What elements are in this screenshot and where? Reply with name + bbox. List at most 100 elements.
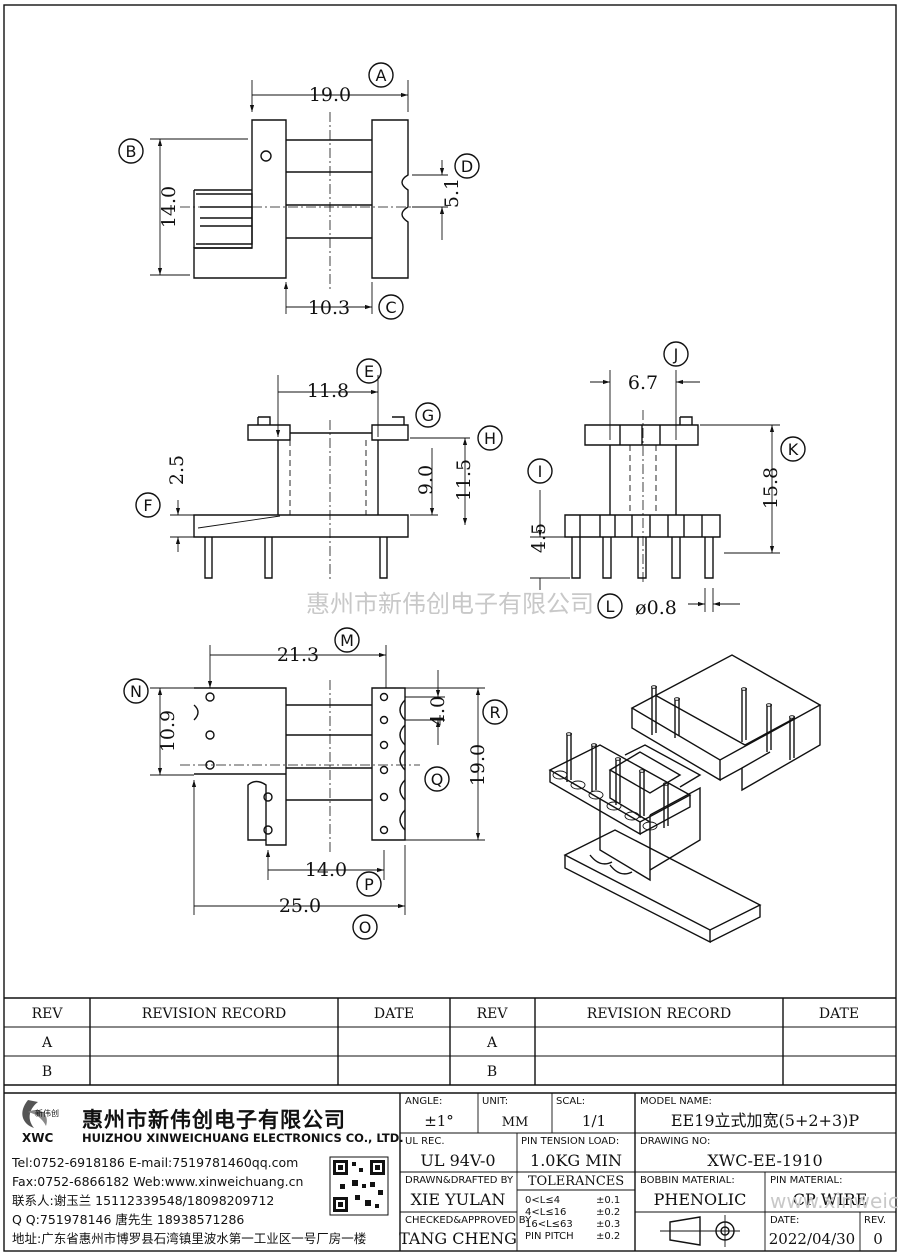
rev-label: REV. — [864, 1215, 886, 1226]
model-name-value: EE19立式加宽(5+2+3)P — [671, 1111, 860, 1130]
svg-text:XWC: XWC — [22, 1131, 53, 1145]
svg-text:E: E — [364, 362, 374, 381]
svg-text:新伟创: 新伟创 — [35, 1108, 59, 1118]
rev-value: 0 — [873, 1230, 883, 1248]
callout-f: F — [135, 492, 161, 518]
dim-i: 4.5 — [528, 523, 550, 553]
bottom-view — [150, 645, 485, 915]
svg-text:H: H — [484, 429, 496, 448]
rev-cell: B — [487, 1064, 497, 1080]
dim-m: 21.3 — [277, 644, 319, 666]
tel-line: Tel:0752-6918186 E-mail:7519781460qq.com — [11, 1155, 298, 1170]
dim-e: 11.8 — [307, 380, 349, 402]
dim-r-inner: 4.0 — [427, 696, 449, 726]
pin-material-value: CP WIRE — [793, 1190, 868, 1209]
svg-text:O: O — [359, 918, 372, 937]
revision-record-header-1: REVISION RECORD — [142, 1006, 286, 1022]
svg-text:I: I — [538, 462, 543, 481]
projection-symbol — [660, 1215, 740, 1247]
dim-a: 19.0 — [309, 84, 351, 106]
dim-b: 14.0 — [158, 186, 180, 228]
svg-text:A: A — [376, 66, 387, 85]
date-header-2: DATE — [819, 1006, 859, 1022]
dim-n: 10.9 — [157, 710, 179, 752]
date-header-1: DATE — [374, 1006, 414, 1022]
watermark-url: www.xinweichuang.cn — [770, 1189, 900, 1213]
pin-tension-label: PIN TENSION LOAD: — [521, 1136, 619, 1147]
dim-l: ø0.8 — [635, 597, 677, 619]
pin-tension-value: 1.0KG MIN — [530, 1151, 622, 1170]
company-name-en: HUIZHOU XINWEICHUANG ELECTRONICS CO., LT… — [82, 1131, 404, 1145]
callout-o: O — [352, 914, 378, 940]
address-line: 地址:广东省惠州市博罗县石湾镇里波水第一工业区一号厂房一楼 — [12, 1231, 366, 1246]
callout-p: P — [356, 871, 382, 897]
drawing-no-value: XWC-EE-1910 — [707, 1151, 822, 1170]
callout-a: A — [368, 62, 394, 88]
callout-i: I — [527, 458, 553, 484]
tol-range: 0<L≤4 — [525, 1195, 560, 1206]
callout-b: B — [118, 138, 144, 164]
dim-j: 6.7 — [628, 372, 658, 394]
callout-h: H — [477, 425, 503, 451]
callout-l: L — [597, 593, 623, 619]
dim-d: 5.1 — [441, 178, 463, 208]
callout-j: J — [663, 341, 689, 367]
side-view — [530, 370, 780, 612]
svg-text:G: G — [422, 406, 434, 425]
tolerances-label: TOLERANCES — [528, 1174, 624, 1189]
sheet-border — [3, 4, 897, 1252]
date-label: DATE: — [770, 1215, 799, 1226]
title-block-grid — [4, 1092, 896, 1251]
model-name-label: MODEL NAME: — [640, 1096, 712, 1107]
svg-text:M: M — [340, 631, 354, 650]
svg-text:C: C — [385, 298, 396, 317]
checked-by-label: CHECKED&APPROVED BY — [405, 1215, 532, 1226]
watermark: 惠州市新伟创电子有限公司 — [306, 590, 594, 618]
svg-text:R: R — [489, 703, 500, 722]
rev-cell: A — [486, 1035, 498, 1051]
drawn-by-label: DRAWN&DRAFTED BY — [405, 1175, 514, 1186]
company-name-cn: 惠州市新伟创电子有限公司 — [82, 1108, 346, 1132]
callout-d: D — [454, 153, 480, 179]
dim-r: 19.0 — [467, 744, 489, 786]
rev-header-2: REV — [477, 1006, 509, 1022]
svg-text:P: P — [364, 875, 374, 894]
svg-text:J: J — [673, 345, 679, 364]
svg-text:K: K — [788, 440, 799, 459]
qr-code — [329, 1156, 389, 1216]
unit-label: UNIT: — [482, 1096, 508, 1107]
rev-header-1: REV — [32, 1006, 64, 1022]
qq-line: Q Q:751978146 唐先生 18938571286 — [12, 1212, 244, 1227]
revision-record-header-2: REVISION RECORD — [587, 1006, 731, 1022]
svg-text:F: F — [143, 496, 152, 515]
callout-c: C — [378, 294, 404, 320]
top-view — [150, 80, 448, 314]
checked-by-value: TANG CHENG — [399, 1229, 517, 1248]
ul-rec-value: UL 94V-0 — [420, 1151, 495, 1170]
tol-range: 4<L≤16 — [525, 1207, 566, 1218]
dim-o: 25.0 — [279, 895, 321, 917]
scale-label: SCAL: — [556, 1096, 585, 1107]
front-view — [170, 375, 470, 580]
tol-value: ±0.1 — [596, 1195, 620, 1206]
dim-c: 10.3 — [308, 297, 350, 319]
tol-value: ±0.2 — [596, 1207, 620, 1218]
dim-k: 15.8 — [760, 467, 782, 509]
callout-n: N — [123, 678, 149, 704]
ul-rec-label: UL REC. — [405, 1136, 445, 1147]
bobbin-material-label: BOBBIN MATERIAL: — [640, 1175, 735, 1186]
pin-material-label: PIN MATERIAL: — [770, 1175, 842, 1186]
tol-range: PIN PITCH — [525, 1231, 574, 1242]
bobbin-material-value: PHENOLIC — [654, 1190, 747, 1209]
callout-k: K — [780, 436, 806, 462]
scale-value: 1/1 — [582, 1112, 606, 1130]
callout-r: R — [482, 699, 508, 725]
rev-cell: B — [42, 1064, 52, 1080]
angle-label: ANGLE: — [405, 1096, 442, 1107]
dim-p: 14.0 — [305, 859, 347, 881]
callout-m: M — [334, 627, 360, 653]
revision-table — [4, 997, 896, 1086]
rev-cell: A — [41, 1035, 53, 1051]
svg-text:L: L — [606, 597, 615, 616]
